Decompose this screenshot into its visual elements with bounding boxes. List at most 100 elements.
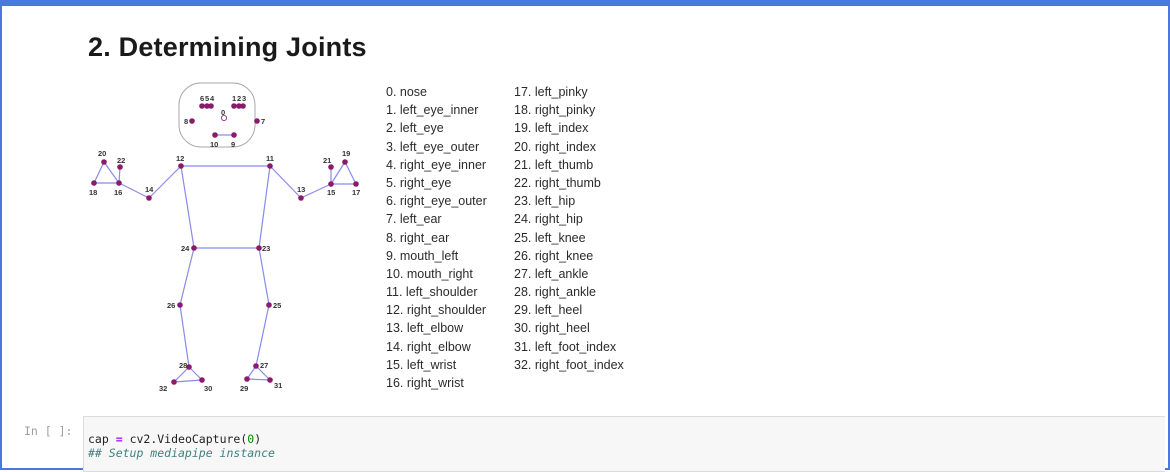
joint-29 xyxy=(244,376,250,382)
joint-item-21: 21. left_thumb xyxy=(514,157,594,172)
label-22: 22 xyxy=(117,156,125,165)
joint-7 xyxy=(254,118,260,124)
joint-26 xyxy=(177,302,183,308)
code-line-1: cap = cv2.VideoCapture(0) xyxy=(88,432,1165,446)
joint-18 xyxy=(91,180,97,186)
joint-item-27: 27. left_ankle xyxy=(514,266,589,281)
joint-item-29: 29. left_heel xyxy=(514,303,583,318)
joint-item-18: 18. right_pinky xyxy=(514,103,596,118)
code-line-2-comment: ## Setup mediapipe instance xyxy=(88,446,275,460)
joint-item-4: 4. right_eye_inner xyxy=(386,157,487,172)
label-27: 27 xyxy=(260,361,268,370)
joint-31 xyxy=(267,377,273,383)
label-11: 11 xyxy=(266,154,274,163)
joint-15 xyxy=(328,181,334,187)
joint-6 xyxy=(199,103,205,109)
joint-number-labels: 0 1 2 3 4 5 6 7 8 9 10 11 12 13 14 15 16 xyxy=(89,94,360,393)
label-15: 15 xyxy=(327,188,335,197)
joint-14 xyxy=(146,195,152,201)
joint-10 xyxy=(212,132,218,138)
label-6: 6 xyxy=(200,94,204,103)
joint-item-25: 25. left_knee xyxy=(514,230,586,245)
joint-19 xyxy=(342,159,348,165)
joint-32 xyxy=(171,379,177,385)
joint-17 xyxy=(353,181,359,187)
joint-item-1: 1. left_eye_inner xyxy=(386,103,479,118)
code-close-paren: ) xyxy=(254,432,262,446)
joint-item-13: 13. left_elbow xyxy=(386,321,464,336)
joint-item-2: 2. left_eye xyxy=(386,121,444,136)
label-14: 14 xyxy=(145,185,154,194)
label-24: 24 xyxy=(181,244,190,253)
joint-item-10: 10. mouth_right xyxy=(386,266,473,281)
joint-item-17: 17. left_pinky xyxy=(514,85,588,99)
section-heading: 2. Determining Joints xyxy=(88,32,367,62)
label-19: 19 xyxy=(342,149,350,158)
cell-prompt: In [ ]: xyxy=(24,424,73,438)
joint-item-32: 32. right_foot_index xyxy=(514,357,624,372)
joint-item-15: 15. left_wrist xyxy=(386,357,457,372)
code-cell[interactable]: In [ ]: cap = cv2.VideoCapture(0) ## Set… xyxy=(2,412,1168,472)
label-10: 10 xyxy=(210,140,218,149)
label-12: 12 xyxy=(176,154,184,163)
joint-16 xyxy=(116,180,122,186)
joint-item-7: 7. left_ear xyxy=(386,212,442,227)
code-variable: cap xyxy=(88,432,116,446)
code-call: cv2.VideoCapture( xyxy=(122,432,248,446)
joint-2 xyxy=(236,103,242,109)
joint-12 xyxy=(178,163,184,169)
label-30: 30 xyxy=(204,384,212,393)
code-editor[interactable]: cap = cv2.VideoCapture(0) ## Setup media… xyxy=(83,416,1165,472)
label-17: 17 xyxy=(352,188,360,197)
joint-1 xyxy=(231,103,237,109)
joint-item-16: 16. right_wrist xyxy=(386,376,464,390)
joint-item-26: 26. right_knee xyxy=(514,248,594,263)
joint-item-31: 31. left_foot_index xyxy=(514,339,617,354)
joint-0 xyxy=(220,115,227,122)
joint-8 xyxy=(189,118,195,124)
joint-25 xyxy=(266,302,272,308)
label-31: 31 xyxy=(274,381,282,390)
joint-9 xyxy=(231,132,237,138)
joint-27 xyxy=(253,363,259,369)
label-9: 9 xyxy=(231,140,235,149)
joint-item-30: 30. right_heel xyxy=(514,321,590,336)
label-0: 0 xyxy=(221,108,225,117)
label-28: 28 xyxy=(179,361,187,370)
skeleton-bones xyxy=(93,105,357,383)
pose-landmarks-diagram: 0 1 2 3 4 5 6 7 8 9 10 11 12 13 14 15 16 xyxy=(89,82,360,393)
joint-item-14: 14. right_elbow xyxy=(386,339,471,354)
joint-20 xyxy=(101,159,107,165)
label-5: 5 xyxy=(205,94,209,103)
markdown-cell[interactable]: 2. Determining Joints xyxy=(2,6,1168,411)
label-4: 4 xyxy=(210,94,215,103)
label-23: 23 xyxy=(262,244,270,253)
joint-24 xyxy=(191,245,197,251)
label-3: 3 xyxy=(242,94,246,103)
joint-21 xyxy=(328,164,334,170)
joint-item-28: 28. right_ankle xyxy=(514,285,597,300)
face-outline xyxy=(178,82,256,148)
joint-28 xyxy=(186,364,192,370)
label-32: 32 xyxy=(159,384,167,393)
joint-4 xyxy=(208,103,214,109)
label-26: 26 xyxy=(167,301,175,310)
label-2: 2 xyxy=(237,94,241,103)
label-16: 16 xyxy=(114,188,122,197)
joint-11 xyxy=(267,163,273,169)
joint-item-0: 0. nose xyxy=(386,85,428,99)
code-operator: = xyxy=(115,432,123,446)
joint-markers xyxy=(91,103,359,385)
joint-list-column-2: 17. left_pinky 18. right_pinky 19. left_… xyxy=(514,83,624,374)
label-8: 8 xyxy=(184,117,188,126)
label-1: 1 xyxy=(232,94,236,103)
joint-item-8: 8. right_ear xyxy=(386,230,450,245)
joint-item-9: 9. mouth_left xyxy=(386,248,459,263)
joint-3 xyxy=(240,103,246,109)
joint-list-column-1: 0. nose 1. left_eye_inner 2. left_eye 3.… xyxy=(386,83,487,392)
joint-item-20: 20. right_index xyxy=(514,139,597,154)
joint-item-12: 12. right_shoulder xyxy=(386,303,487,318)
joint-item-6: 6. right_eye_outer xyxy=(386,194,487,209)
joint-item-3: 3. left_eye_outer xyxy=(386,139,480,154)
